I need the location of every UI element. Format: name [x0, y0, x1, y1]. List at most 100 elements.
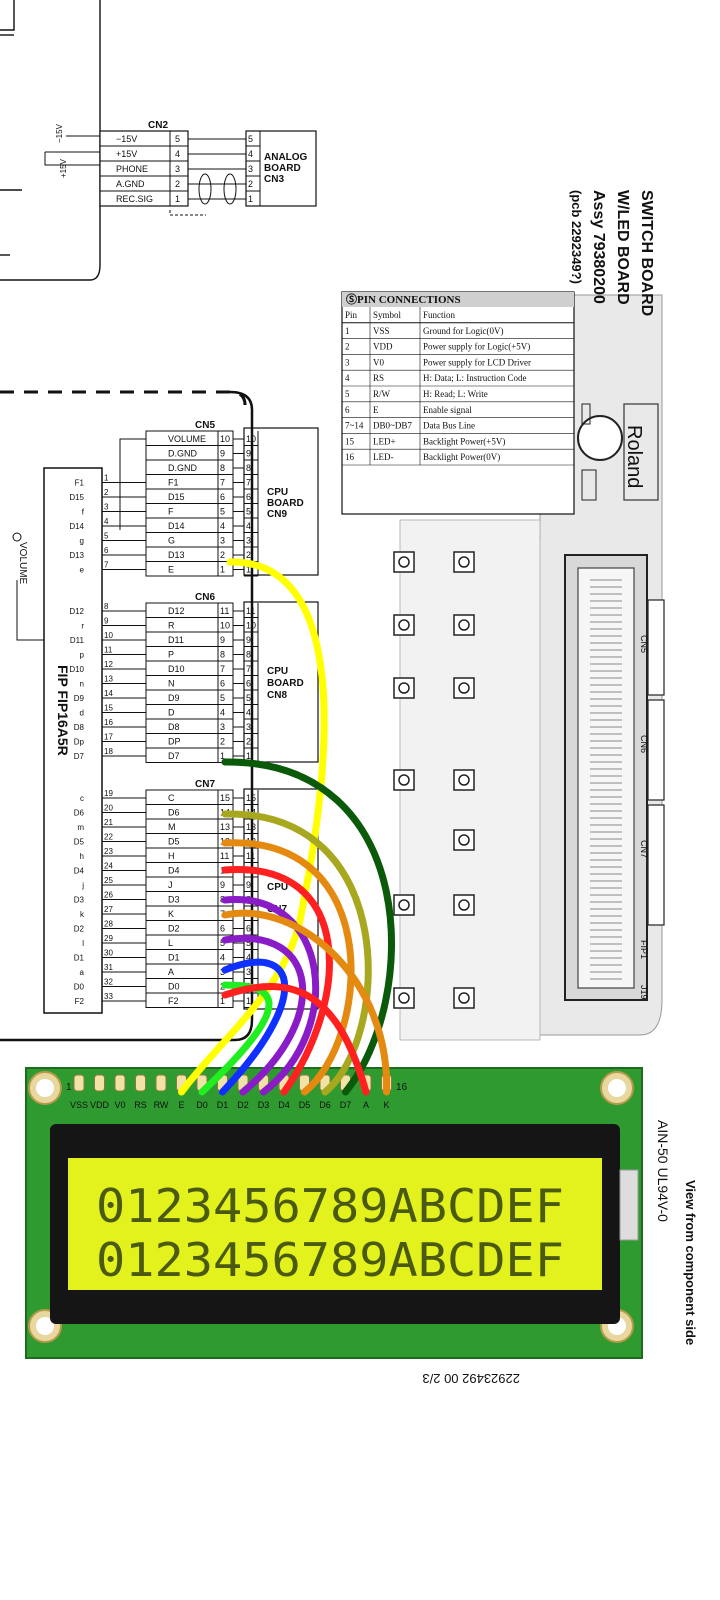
fip-pin-name: r [81, 622, 84, 631]
lcd-header-pin [73, 1074, 85, 1092]
cn7-pin-name: H [168, 851, 175, 861]
roland-logo: Roland [623, 403, 659, 501]
cn2-target-pin-num: 5 [248, 134, 253, 144]
lcd-header-pin [155, 1074, 167, 1092]
side-notes: View from component side AIN-50 UL94V-0 [655, 1120, 698, 1345]
pin-table-cell: H: Data; L: Instruction Code [423, 373, 526, 383]
cn2-target-line-2: BOARD [264, 163, 301, 174]
jumper-wire [221, 866, 333, 1096]
fip-pin-name: f [82, 508, 85, 517]
cn2-pin-name: −15V [116, 134, 137, 144]
cn7-pin-num: 4 [220, 953, 225, 963]
cn2-pin-name: REC.SIG [116, 194, 153, 204]
fip-pin-num: 27 [104, 905, 113, 914]
enclosure-dashed-line [0, 390, 247, 406]
cn6-pin-num: 8 [220, 650, 225, 660]
cn7-target-pin-num: 5 [246, 938, 251, 948]
fip-pin-num: 4 [104, 517, 109, 526]
pin-table-cell: Ground for Logic(0V) [423, 326, 503, 336]
cn5-pin-name: D.GND [168, 449, 198, 459]
cn6-target-pin-num: 10 [246, 621, 256, 631]
pin-table-cell: VDD [373, 342, 393, 352]
fip-pin-name: Dp [74, 738, 85, 747]
cn6-target-pin-num: 9 [246, 635, 251, 645]
cn2-target-line-1: ANALOG [264, 152, 308, 163]
cn6-pin-name: R [168, 621, 175, 631]
pin-table-cell: H: Read; L: Write [423, 389, 488, 399]
cn6-pin-num: 11 [220, 606, 229, 616]
fip-pin-name: F1 [75, 479, 85, 488]
pin-table-cell: LED+ [373, 436, 396, 446]
jumper-wire [221, 909, 391, 1096]
cn7-pin-name: M [168, 822, 176, 832]
pin-table-cell: 1 [345, 326, 350, 336]
cn6-target-pin-num: 2 [246, 737, 251, 747]
fip-pin-num: 18 [104, 747, 113, 756]
cn5-target-pin-num: 6 [246, 492, 251, 502]
volume-pot: VOLUME [12, 532, 44, 641]
cn7-pin-name: D2 [168, 924, 180, 934]
cn5-target-line-2: BOARD [267, 498, 304, 509]
volume-label: VOLUME [17, 542, 28, 585]
fip-pin-name: j [81, 881, 84, 890]
jumper-wires [178, 558, 396, 1096]
board-title-line2: W/LED BOARD [614, 190, 631, 305]
jumper-wire [221, 758, 396, 1096]
pin-table-cell: VSS [373, 326, 390, 336]
cn2-pin-name: PHONE [116, 164, 148, 174]
cn5-pin-name: VOLUME [168, 434, 206, 444]
cn2-target-pin-num: 3 [248, 164, 253, 174]
pin-table-cell: 15 [345, 436, 355, 446]
cn5-pin-num: 10 [220, 434, 230, 444]
lcd-backlight-tab [619, 1169, 639, 1241]
fip-pin-name: D2 [74, 925, 85, 934]
cn6-pin-num: 6 [220, 679, 225, 689]
pin-table-cell: E [373, 405, 379, 415]
lcd-header-pin [94, 1074, 105, 1092]
fip-pin-num: 29 [104, 934, 113, 943]
fip-pin-num: 2 [104, 488, 109, 497]
rail-pos-label: +15V [59, 158, 68, 178]
fip-pin-num: 5 [104, 532, 109, 541]
cn6-pin-name: D12 [168, 606, 185, 616]
cn6-pin-name: D11 [168, 635, 184, 645]
cn5-pin-name: D15 [168, 492, 185, 502]
pin-table-cell: Data Bus Line [423, 421, 475, 431]
cn5-pin-num: 2 [220, 550, 225, 560]
fip-pin-num: 14 [104, 689, 113, 698]
cn6-target-line-1: CPU [267, 666, 288, 677]
cn5-pin-name: G [168, 536, 175, 546]
fip-pin-num: 6 [104, 546, 109, 555]
fip-pin-num: 19 [104, 789, 113, 798]
cn7-target-pin-num: 3 [246, 967, 251, 977]
cn7-target-pin-num: 6 [246, 924, 251, 934]
top-schematic-fragment [0, 0, 101, 281]
fip-pin-name: e [80, 566, 85, 575]
fip-pin-num: 12 [104, 660, 113, 669]
cn5-pin-num: 5 [220, 507, 225, 517]
cn5-pin-num: 6 [220, 492, 225, 502]
fip-pin-name: l [82, 939, 84, 948]
fip-pin-num: 8 [104, 602, 109, 611]
fip-pin-name: F2 [75, 997, 85, 1006]
fip-pin-num: 11 [104, 646, 113, 655]
cn5-target-pin-num: 2 [246, 550, 251, 560]
fip-pin-num: 33 [104, 992, 113, 1001]
cn2-pin-num: 4 [175, 149, 180, 159]
cn7-pin-name: D1 [168, 953, 180, 963]
cn7-pin-num: 5 [220, 938, 225, 948]
cn2-target-pin-num: 1 [248, 194, 253, 204]
lcd-header-pin [135, 1074, 146, 1092]
fip-pin-num: 21 [104, 818, 113, 827]
footer-code: 22923492 00 2/3 [422, 1371, 520, 1386]
fip-pin-name: d [80, 709, 84, 718]
cn2-pin-name: +15V [116, 149, 137, 159]
lcd-pin-label: E [178, 1100, 184, 1110]
cn6-label: CN6 [195, 592, 215, 603]
cn5-pin-name: D14 [168, 521, 185, 531]
cn7-pin-num: 1 [220, 996, 225, 1006]
board-title-line4: (pcb 2292349?) [569, 190, 584, 284]
pin-table-header: Symbol [373, 310, 402, 320]
